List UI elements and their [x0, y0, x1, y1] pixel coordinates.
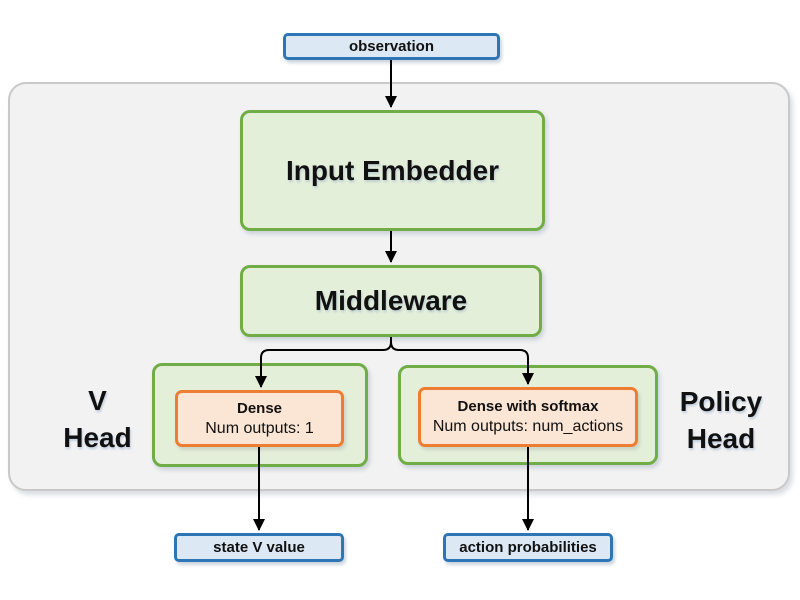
v-head-dense-title: Dense [236, 399, 283, 417]
v-head-label: V Head [40, 383, 155, 457]
v-head-dense-subtitle: Num outputs: 1 [205, 419, 314, 437]
policy-head-label-line1: Policy [679, 386, 763, 417]
node-input-embedder: Input Embedder [240, 110, 545, 231]
policy-head-label: Policy Head [665, 384, 777, 458]
node-middleware: Middleware [240, 265, 542, 337]
policy-head-dense-subtitle: Num outputs: num_actions [432, 418, 624, 436]
v-head-label-line1: V [88, 385, 107, 416]
node-action-probabilities: action probabilities [443, 533, 613, 562]
node-policy-head-dense: Dense with softmax Num outputs: num_acti… [418, 387, 638, 447]
node-v-head-dense: Dense Num outputs: 1 [175, 390, 344, 447]
node-state-v-value: state V value [174, 533, 344, 562]
v-head-label-line2: Head [63, 421, 132, 453]
node-action-probabilities-label: action probabilities [459, 539, 597, 556]
node-input-embedder-label: Input Embedder [285, 154, 500, 186]
node-middleware-label: Middleware [314, 285, 468, 316]
policy-head-dense-title: Dense with softmax [457, 398, 599, 416]
node-state-v-value-label: state V value [213, 539, 305, 556]
policy-head-label-line2: Head [686, 422, 756, 454]
node-observation-label: observation [348, 38, 435, 55]
node-observation: observation [283, 33, 500, 60]
